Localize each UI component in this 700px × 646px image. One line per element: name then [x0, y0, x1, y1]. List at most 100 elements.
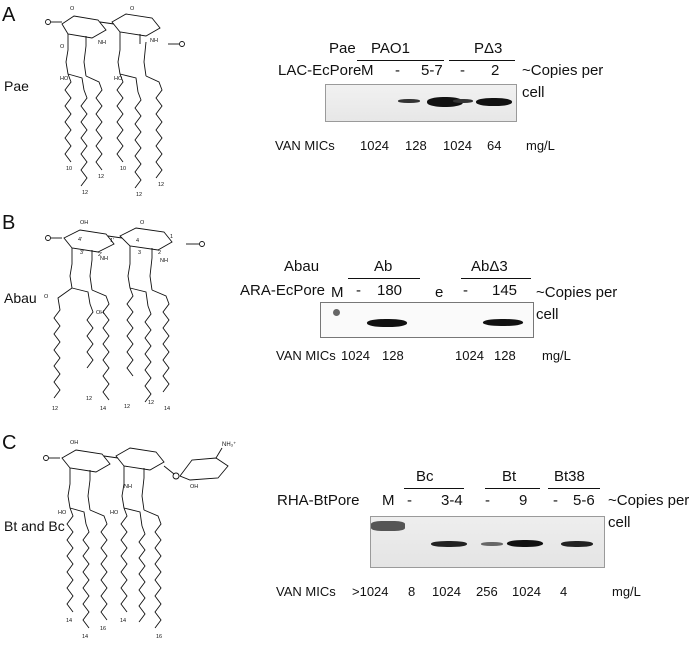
marker-smear: [371, 521, 405, 531]
ring-position: 1': [110, 238, 114, 244]
blot-band: [476, 98, 512, 106]
svg-text:NH: NH: [160, 258, 168, 264]
mic-value: 1024: [341, 348, 370, 363]
western-blot-a: [325, 84, 517, 122]
chain-number: 14: [164, 406, 170, 412]
chain-number: 10: [66, 166, 72, 172]
species-label-c: Bt and Bc: [4, 518, 65, 534]
group-underline-bc: [404, 488, 464, 489]
lane-label: 3-4: [441, 492, 463, 509]
group-underline-pdelta3: [449, 60, 515, 61]
mic-value: 64: [487, 138, 502, 153]
mic-value: 1024: [512, 584, 541, 599]
group-underline-ab: [348, 278, 420, 279]
svg-text:O: O: [140, 220, 145, 226]
chain-number: 14: [100, 406, 106, 412]
svg-text:OH: OH: [70, 440, 78, 446]
blot-band: [431, 541, 467, 547]
blot-band: [427, 97, 463, 107]
mic-value: >1024: [352, 584, 389, 599]
mic-unit-a: mg/L: [526, 138, 555, 153]
svg-text:OH: OH: [96, 310, 104, 316]
mic-value: 1024: [360, 138, 389, 153]
copies-label-b: ~Copies per: [536, 284, 618, 301]
chain-number: 10: [120, 166, 126, 172]
blot-band: [367, 319, 407, 327]
blot-band: [507, 540, 543, 547]
mic-value: 1024: [455, 348, 484, 363]
mic-label-c: VAN MICs: [276, 584, 336, 599]
chain-number: 14: [66, 618, 72, 624]
chain-number: 12: [124, 404, 130, 410]
mic-value: 256: [476, 584, 498, 599]
chain-number: 14: [82, 634, 88, 640]
species-label-b: Abau: [4, 290, 37, 306]
marker-label-a: M: [361, 62, 374, 79]
lane-label: -: [485, 492, 490, 509]
svg-text:HO: HO: [114, 76, 123, 82]
copies-label-a: ~Copies per: [522, 62, 604, 79]
group-label-abdelta3: AbΔ3: [471, 258, 508, 275]
group-label-bt: Bt: [502, 468, 517, 485]
lane-label: -: [553, 492, 558, 509]
blot-band: [483, 319, 523, 326]
marker-spot: [333, 309, 340, 316]
svg-text:O: O: [130, 6, 135, 12]
ring-position: 4': [78, 237, 82, 243]
svg-text:O: O: [70, 6, 75, 12]
group-underline-bt: [485, 488, 540, 489]
construct-label-a: LAC-EcPore: [278, 62, 362, 79]
lane-label: 5-7: [421, 62, 443, 79]
lane-label: 5-6: [573, 492, 595, 509]
mic-value: 128: [494, 348, 516, 363]
svg-text:NH: NH: [100, 256, 108, 262]
svg-text:HO: HO: [58, 510, 67, 516]
lane-label: -: [463, 282, 468, 299]
lane-label: -: [356, 282, 361, 299]
ring-position: 2: [158, 250, 161, 256]
panel-letter-c: C: [2, 432, 17, 454]
svg-text:NH: NH: [98, 40, 106, 46]
mic-value: 1024: [432, 584, 461, 599]
mic-label-a: VAN MICs: [275, 138, 335, 153]
blot-band: [398, 99, 420, 103]
group-label-pdelta3: PΔ3: [474, 40, 503, 57]
ring-position: 1: [170, 234, 173, 240]
mic-unit-b: mg/L: [542, 348, 571, 363]
western-blot-c: [370, 516, 605, 568]
lane-label: 180: [377, 282, 403, 299]
ring-position: 3': [80, 250, 84, 256]
chain-number: 16: [100, 626, 106, 632]
blot-band: [453, 99, 473, 103]
copies-label-a-line2: cell: [522, 84, 545, 101]
svg-text:OH: OH: [190, 484, 198, 490]
chain-number: 12: [158, 182, 164, 188]
chain-number: 12: [136, 192, 142, 198]
chain-number: 12: [98, 174, 104, 180]
lane-label: 2: [491, 62, 500, 79]
copies-label-c: ~Copies per: [608, 492, 690, 509]
chain-number: 14: [120, 618, 126, 624]
amine-label: NH₃⁺: [222, 441, 236, 448]
panel-letter-b: B: [2, 212, 16, 234]
svg-text:O: O: [44, 294, 49, 300]
mic-value: 8: [408, 584, 416, 599]
lane-label: 145: [492, 282, 518, 299]
mic-value: 1024: [443, 138, 472, 153]
group-underline-pao1: [357, 60, 444, 61]
lane-label: 9: [519, 492, 528, 509]
panel-letter-a: A: [2, 4, 16, 26]
mic-value: 128: [382, 348, 404, 363]
copies-label-c-line2: cell: [608, 514, 631, 531]
marker-label-c: M: [382, 492, 395, 509]
svg-text:NH: NH: [150, 38, 158, 44]
construct-label-b: ARA-EcPore: [240, 282, 326, 299]
row-label-species-b: Abau: [284, 258, 320, 275]
chain-number: 12: [148, 400, 154, 406]
chain-number: 12: [82, 190, 88, 196]
chain-number: 12: [86, 396, 92, 402]
group-underline-bt38: [548, 488, 600, 489]
